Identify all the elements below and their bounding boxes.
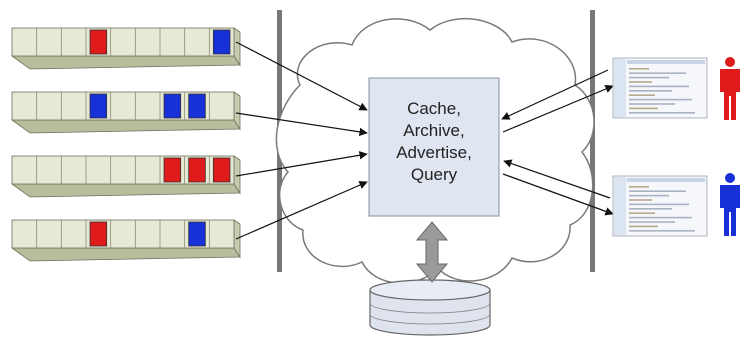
arrow-rack-4 — [235, 181, 368, 240]
server-rack-3 — [10, 155, 241, 198]
client-arrows — [501, 69, 614, 216]
person-icon-red — [720, 57, 740, 120]
server-rack-1 — [10, 27, 241, 70]
arrow-client-1-out — [502, 85, 614, 133]
rack-3-slot-7-red — [163, 157, 182, 183]
hub-box — [368, 77, 500, 217]
client-screen-2 — [612, 175, 708, 237]
right-wall — [590, 10, 595, 272]
hub-db-double-arrow — [415, 221, 449, 283]
arrow-client-1-in — [501, 69, 609, 120]
rack-2-slot-8-blue — [188, 93, 206, 119]
hub-label-line-3: Advertise, — [396, 143, 472, 162]
server-racks — [10, 27, 241, 262]
rack-2-slot-7-blue — [163, 93, 182, 119]
rack-1-slot-4-red — [89, 29, 108, 55]
client-screens — [612, 57, 740, 237]
arrow-client-2-in — [503, 159, 611, 199]
hub-label-line-2: Archive, — [403, 121, 465, 140]
client-screen-1 — [612, 57, 708, 119]
rack-arrows — [235, 41, 368, 240]
rack-4-slot-8-blue — [188, 221, 206, 247]
rack-1-slot-9-blue — [212, 29, 231, 55]
server-rack-2 — [10, 91, 241, 134]
server-rack-4 — [10, 219, 241, 262]
rack-3-slot-8-red — [188, 157, 206, 183]
arrow-client-2-out — [502, 173, 614, 216]
database-icon — [369, 279, 491, 336]
hub-label: Cache, Archive, Advertise, Query — [369, 98, 499, 186]
hub-label-line-1: Cache, — [407, 99, 461, 118]
person-icon-blue — [720, 173, 740, 236]
arrow-rack-1 — [235, 41, 368, 111]
rack-4-slot-4-red — [89, 221, 108, 247]
hub-label-line-4: Query — [410, 165, 458, 184]
arrow-rack-2 — [235, 112, 368, 137]
arrow-rack-3 — [235, 151, 368, 177]
rack-3-slot-9-red — [212, 157, 231, 183]
rack-2-slot-4-blue — [89, 93, 108, 119]
